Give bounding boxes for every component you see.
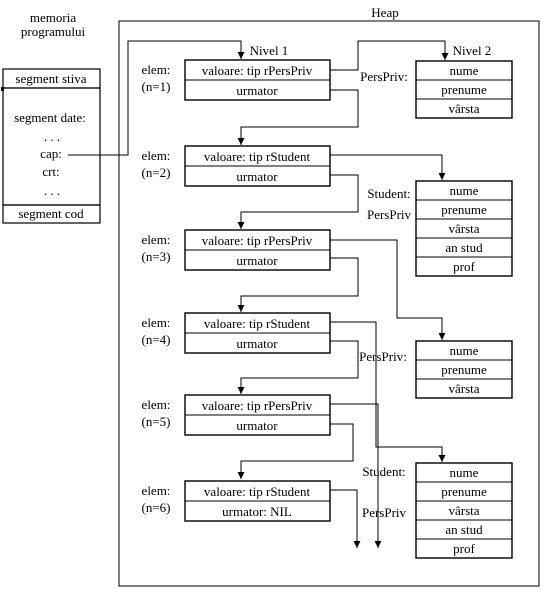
node-elem-label: elem: [142,315,171,330]
list-node: valoare: tip rStudent urmator elem: (n=4) [142,312,331,354]
record-field: nume [450,183,479,198]
connectors [68,40,449,548]
n3-value-arrow [330,239,446,340]
data-segment-label: segment date: [14,110,86,125]
heap-title: Heap [371,5,398,20]
node-value-field: valoare: tip rPersPriv [202,233,313,248]
n5-next-arrow [237,423,354,479]
record-field: prenume [441,362,487,377]
record-field: an stud [445,240,483,255]
node-value-field: valoare: tip rPersPriv [202,63,313,78]
n6-value-arrow [330,489,361,548]
node-index-label: (n=3) [142,249,171,264]
node-next-field: urmator [236,83,278,98]
node-next-field: urmator [236,169,278,184]
record-boxes: numeprenumevârstaPersPriv:numeprenumevâr… [359,60,513,559]
level1-label: Nivel 1 [250,43,289,58]
n4-next-arrow [237,340,359,394]
record-field: prenume [441,484,487,499]
record-type-label: Student: [362,464,405,479]
stack-segment-label: segment stiva [15,71,86,86]
record-field: vârsta [448,101,479,116]
record: nume prenume vârsta PersPriv: [359,340,513,399]
record-box [415,462,513,559]
record-box [415,180,513,277]
record: PersPriv [362,505,407,520]
record-field: nume [450,343,479,358]
crt-variable-label: crt: [42,164,59,179]
record-type-label: Student: [367,186,410,201]
list-node: valoare: tip rPersPriv urmator elem: (n=3) [142,229,331,271]
n2-next-arrow [237,174,359,229]
list-node: valoare: tip rStudent urmator: NIL elem: (n… [142,480,331,522]
node-index-label: (n=6) [142,500,171,515]
data-segment-corner-mark [1,87,4,91]
node-next-field: urmator [236,253,278,268]
node-value-field: valoare: tip rPersPriv [202,398,313,413]
record-box [415,60,513,119]
node-index-label: (n=4) [142,332,171,347]
memory-title-line2: programului [21,24,86,39]
node-elem-label: elem: [142,232,171,247]
node-value-field: valoare: tip rStudent [204,484,311,499]
n5-value-arrow [330,403,382,548]
node-next-field: urmator: NIL [222,504,292,519]
record-field: prenume [441,202,487,217]
record-field: nume [450,465,479,480]
record-field: prenume [441,82,487,97]
record-field: nume [450,63,479,78]
data-dots-top: . . . [44,129,60,144]
heap-border [118,20,540,587]
n1-value-arrow [330,40,449,71]
record: nume prenume vârsta an stud prof Student: [362,462,513,559]
node-elem-label: elem: [142,148,171,163]
data-dots-bottom: . . . [44,183,60,198]
n4-value-arrow [330,321,446,462]
node-elem-label: elem: [142,397,171,412]
node-value-field: valoare: tip rStudent [204,149,311,164]
record-field: prof [453,541,475,556]
record-field: prof [453,259,475,274]
list-node: valoare: tip rPersPriv urmator elem: (n=5) [142,394,331,436]
node-next-field: urmator [236,418,278,433]
node-elem-label: elem: [142,483,171,498]
record-type-label: PersPriv [362,505,407,520]
cap-variable-label: cap: [40,146,62,161]
record: nume prenume vârsta PersPriv: [360,60,513,119]
level2-label: Nivel 2 [453,43,492,58]
record: nume prenume vârsta an stud prof Student: [367,180,513,277]
record-field: vârsta [448,381,479,396]
cap-pointer-arrow [68,40,245,156]
record-type-label: PersPriv: [359,349,407,364]
list-node: valoare: tip rPersPriv urmator elem: (n=1) [142,59,331,101]
record: PersPriv [367,207,412,222]
program-memory: memoria programului segment stiva segmen… [1,10,101,224]
code-segment-box [2,204,101,224]
record-field: an stud [445,522,483,537]
record-field: vârsta [448,503,479,518]
n3-next-arrow [237,257,359,312]
record-field: vârsta [448,221,479,236]
node-value-field: valoare: tip rStudent [204,316,311,331]
memory-title-line1: memoria [30,10,76,25]
record-type-label: PersPriv: [360,69,408,84]
record-box [415,340,513,399]
code-segment-label: segment cod [18,206,84,221]
n2-value-arrow [330,154,446,180]
node-index-label: (n=2) [142,165,171,180]
record-type-label: PersPriv [367,207,412,222]
n1-next-arrow [237,89,359,145]
node-index-label: (n=1) [142,79,171,94]
node-elem-label: elem: [142,62,171,77]
list-nodes: valoare: tip rPersPrivurmatorelem:(n=1)v… [142,59,331,522]
list-node: valoare: tip rStudent urmator elem: (n=2) [142,145,331,187]
node-index-label: (n=5) [142,414,171,429]
heap: Heap Nivel 1 Nivel 2 [118,5,540,587]
node-next-field: urmator [236,336,278,351]
